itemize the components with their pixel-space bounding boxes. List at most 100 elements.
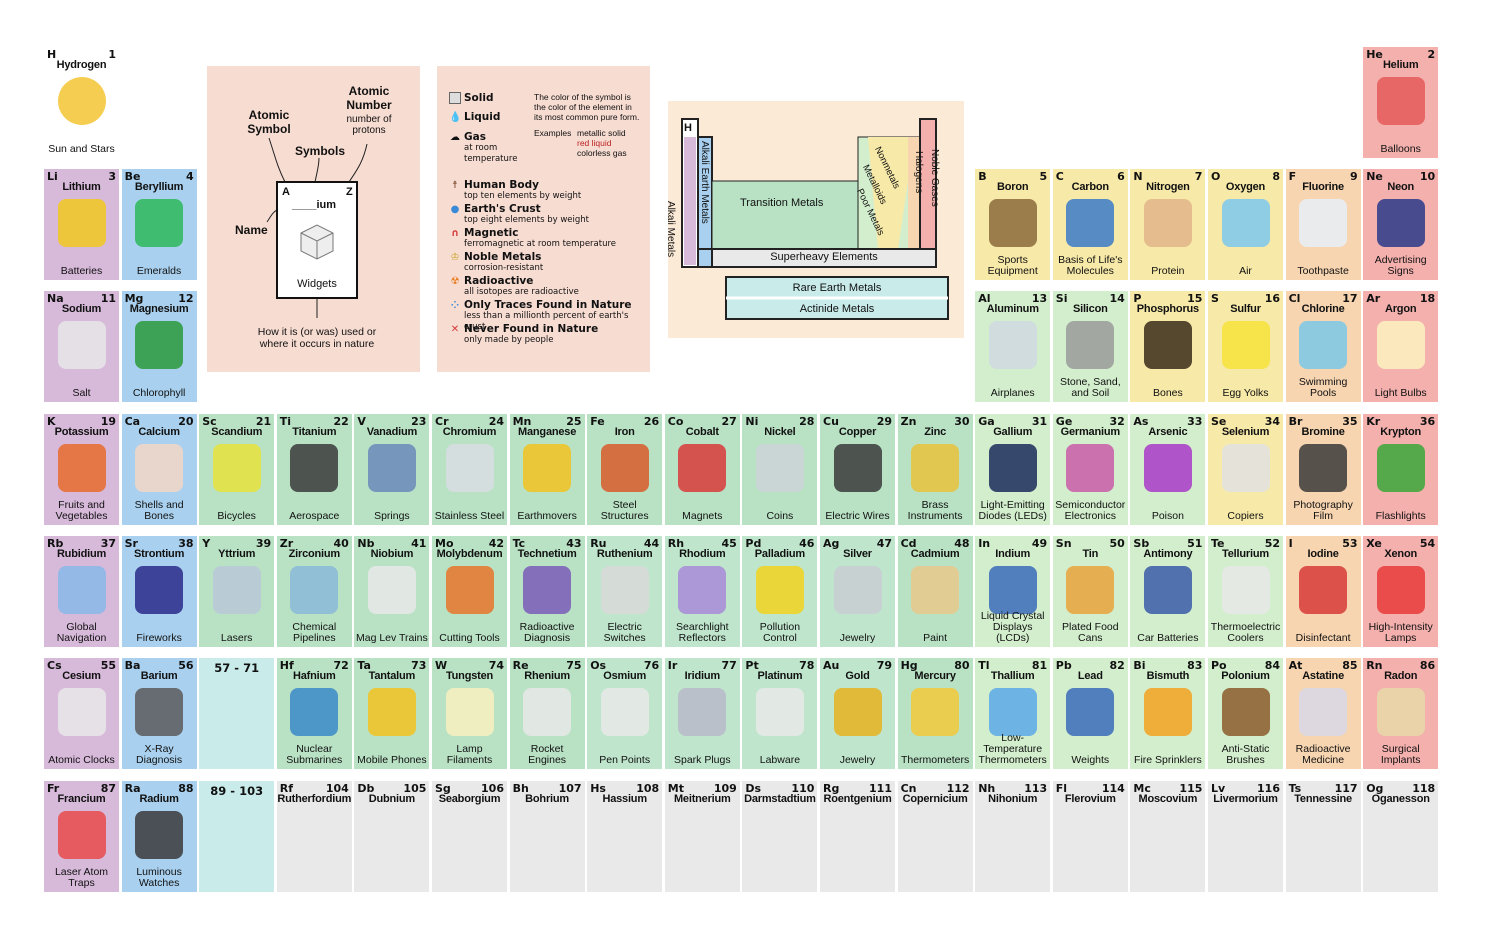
element-symbol: Cd xyxy=(900,537,917,550)
element-symbol: Fl xyxy=(1055,782,1068,795)
egg-icon xyxy=(1221,321,1270,369)
element-symbol: Ta xyxy=(357,659,371,672)
element-symbol: Bi xyxy=(1133,659,1146,672)
car-icon xyxy=(755,566,804,614)
element-use: Radioactive Medicine xyxy=(1295,743,1351,766)
element-name: Radium xyxy=(139,793,179,805)
spring-icon xyxy=(367,444,416,492)
crown-icon: ♔ xyxy=(450,252,460,263)
element-use: Magnets xyxy=(682,510,723,522)
element-symbol: He xyxy=(1366,48,1383,61)
